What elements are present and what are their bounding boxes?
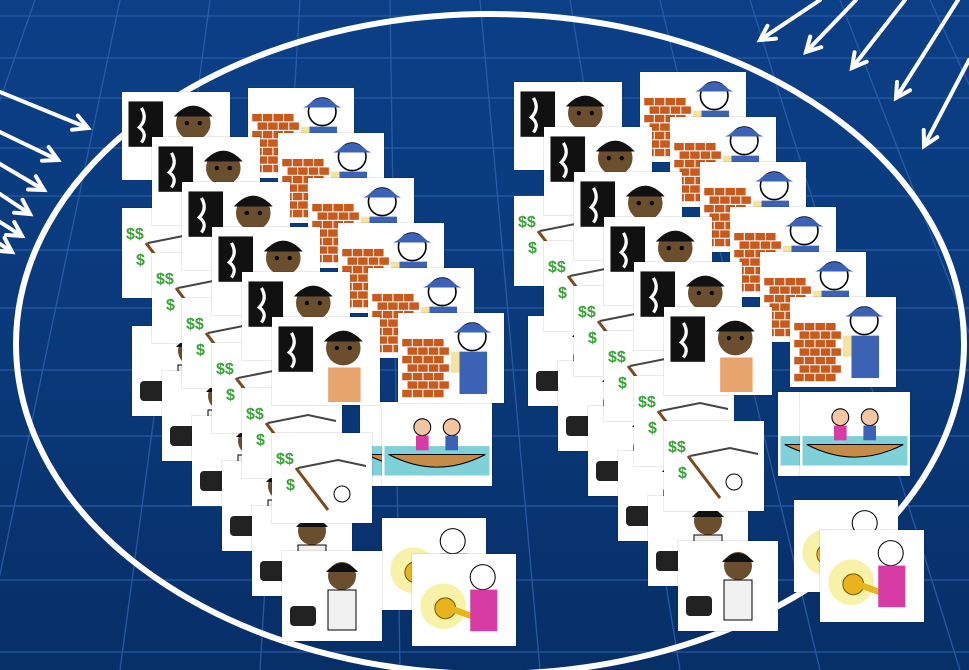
svg-text:$$: $$ [276,451,294,468]
svg-text:$: $ [558,285,567,302]
rowing-boat-icon [382,402,492,486]
arrow-4 [0,222,22,236]
svg-text:$$: $$ [518,214,536,231]
svg-text:$: $ [678,465,687,482]
doctor-card [282,551,382,641]
svg-text:$: $ [136,252,145,269]
rowers-card [800,392,910,476]
svg-text:$$: $$ [578,304,596,321]
golden-keys-icon [820,530,924,622]
x-ray-person-icon [664,307,772,395]
golden-keys-icon [412,554,516,646]
svg-text:$$: $$ [126,226,144,243]
svg-text:$$: $$ [668,439,686,456]
money-net-icon: $$$ [664,421,764,511]
svg-text:$: $ [528,240,537,257]
radiologist-card [272,317,380,405]
svg-text:$$: $$ [186,316,204,333]
svg-text:$: $ [286,477,295,494]
svg-text:$$: $$ [638,394,656,411]
arrow-9 [896,0,958,98]
arrow-7 [806,0,856,52]
bricklayer-icon [790,297,896,387]
arrow-0 [0,92,88,130]
svg-text:$$: $$ [608,349,626,366]
svg-text:$$: $$ [216,361,234,378]
bricklayer-icon [398,313,504,403]
money-net-icon: $$$ [272,433,372,523]
arrow-2 [0,164,44,190]
arrow-6 [760,0,820,40]
arrow-3 [0,194,30,214]
money-catcher-card: $$$ [664,421,764,511]
doctor-bag-icon [282,551,382,641]
arrow-10 [924,60,969,146]
svg-text:$$: $$ [548,259,566,276]
key-holder-card [820,530,924,622]
doctor-bag-icon [678,541,778,631]
arrow-1 [0,132,58,161]
bricklayer-card [790,297,896,387]
svg-text:$: $ [166,297,175,314]
bricklayer-card [398,313,504,403]
radiologist-card [664,307,772,395]
arrow-8 [852,0,905,68]
svg-text:$: $ [648,420,657,437]
svg-text:$: $ [618,375,627,392]
svg-text:$: $ [588,330,597,347]
doctor-card [678,541,778,631]
svg-text:$: $ [196,342,205,359]
svg-text:$$: $$ [156,271,174,288]
x-ray-person-icon [272,317,380,405]
arrow-5 [0,238,12,252]
svg-text:$: $ [256,432,265,449]
svg-text:$: $ [226,387,235,404]
key-holder-card [412,554,516,646]
rowers-card [382,402,492,486]
money-catcher-card: $$$ [272,433,372,523]
rowing-boat-icon [800,392,910,476]
svg-text:$$: $$ [246,406,264,423]
